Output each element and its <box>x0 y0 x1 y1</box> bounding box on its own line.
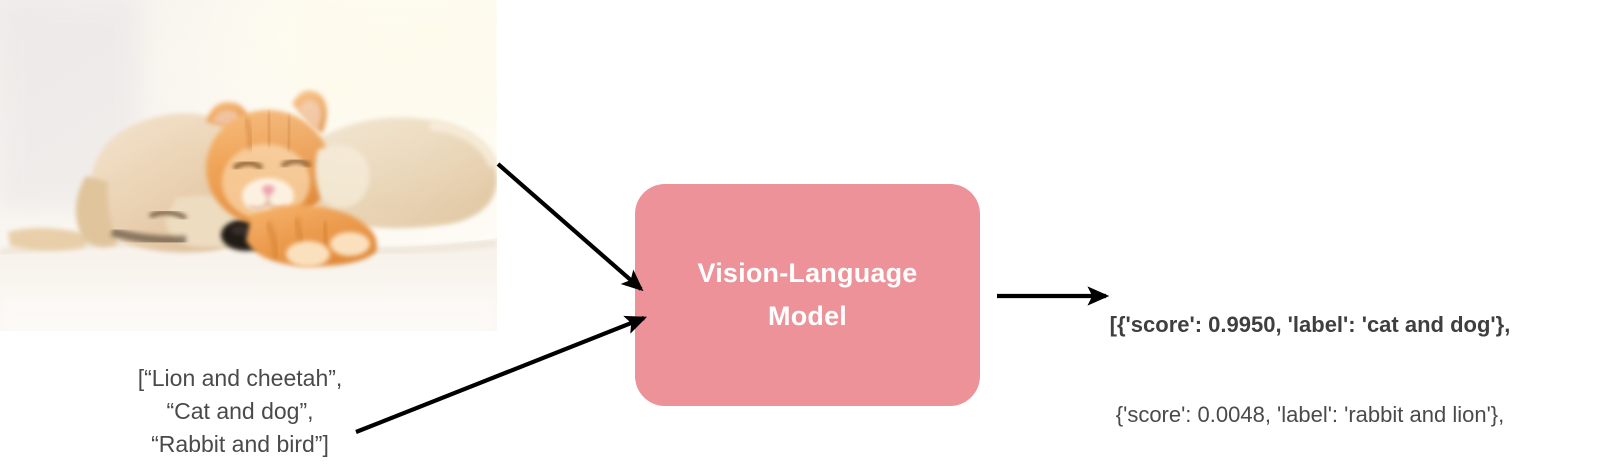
output-line-2: {'score': 0.0048, 'label': 'rabbit and l… <box>1115 402 1505 427</box>
input-image <box>0 0 497 331</box>
arrow-image-to-model <box>496 162 644 292</box>
model-box-label: Vision-Language Model <box>697 258 918 331</box>
model-output-text: [{'score': 0.9950, 'label': 'cat and dog… <box>1040 250 1580 473</box>
vision-language-model-box[interactable]: Vision-Language Model <box>635 184 980 406</box>
output-line-1: [{'score': 0.9950, 'label': 'cat and dog… <box>1109 312 1511 337</box>
puppy-kitten-photo <box>0 0 497 331</box>
prompt-list-text: [“Lion and cheetah”, “Cat and dog”, “Rab… <box>137 365 343 457</box>
